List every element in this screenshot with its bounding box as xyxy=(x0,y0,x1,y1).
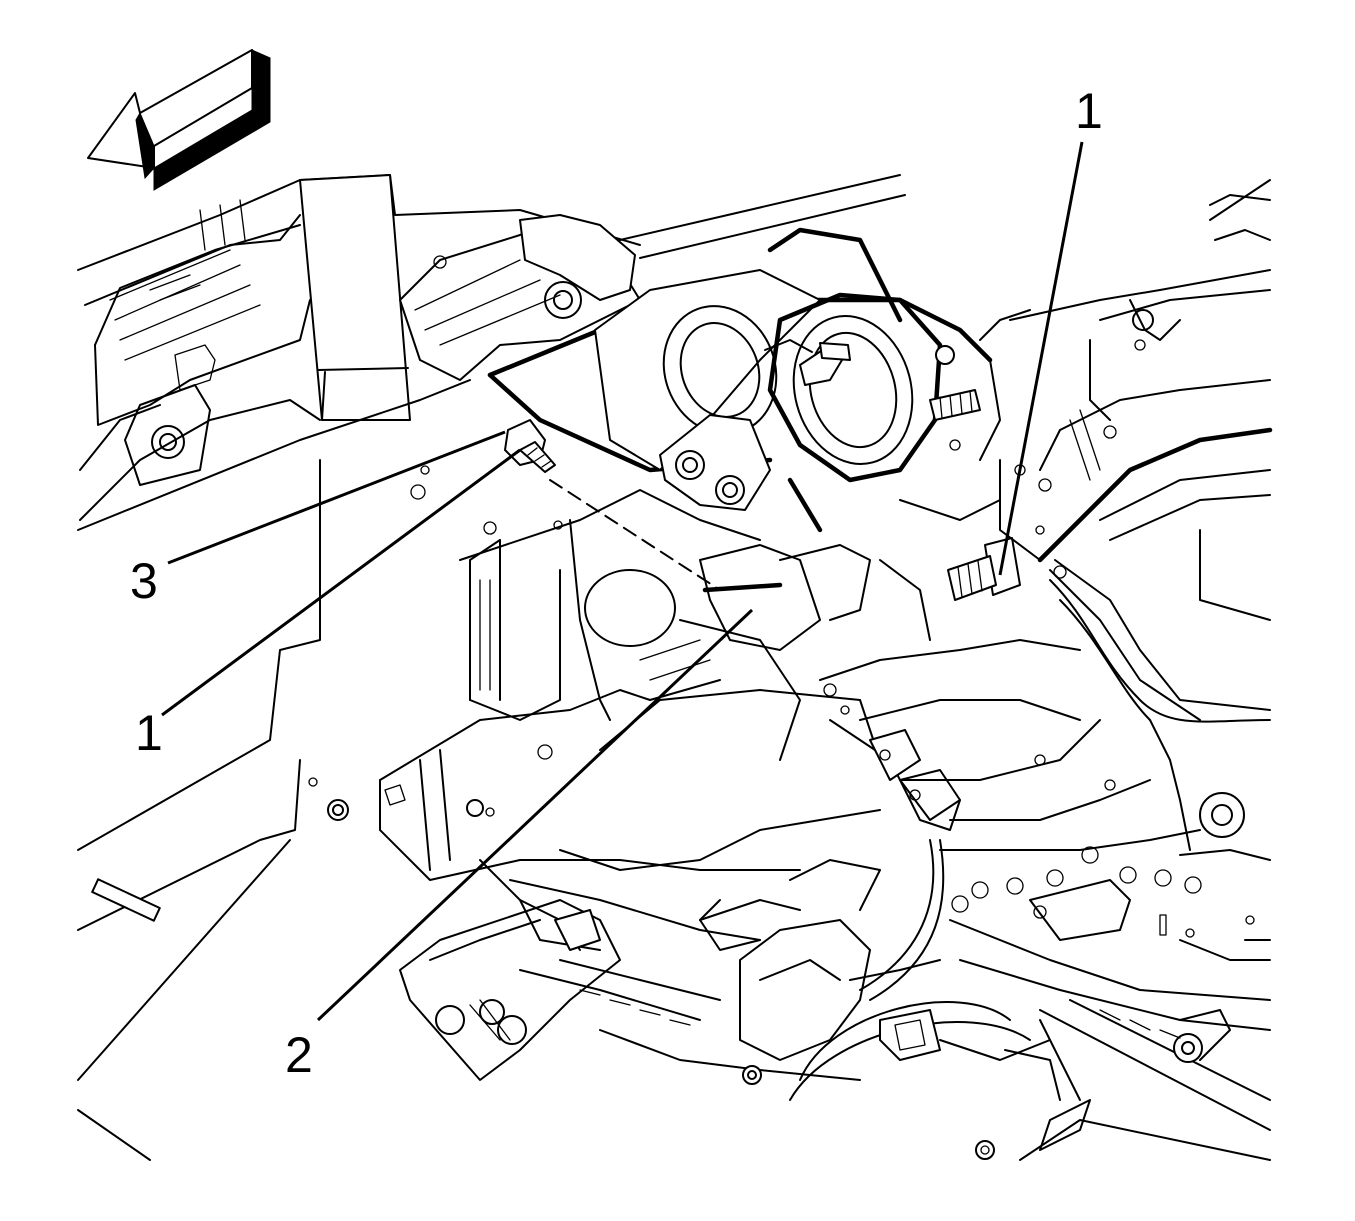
leader-left-1 xyxy=(161,448,521,717)
right-cradle-structure xyxy=(819,179,1273,1161)
catalytic-converter xyxy=(399,174,993,511)
callout-number-1-left: 1 xyxy=(135,705,163,761)
left-frame-structure xyxy=(77,174,641,1161)
forward-direction-arrow-icon xyxy=(87,49,271,191)
leader-bottom-2 xyxy=(316,608,754,1022)
callout-number-2: 2 xyxy=(285,1027,313,1083)
bolt-1-left xyxy=(504,419,556,473)
leader-top-right-1 xyxy=(998,141,1084,576)
leader-left-3 xyxy=(167,430,506,565)
bolt-1-right xyxy=(947,537,1021,601)
callout-number-3: 3 xyxy=(130,553,158,609)
center-structure xyxy=(379,477,871,881)
callout-number-1-top: 1 xyxy=(1075,83,1103,139)
callout-leader-lines xyxy=(161,141,1084,1022)
bottom-center-structure xyxy=(399,683,1051,1101)
